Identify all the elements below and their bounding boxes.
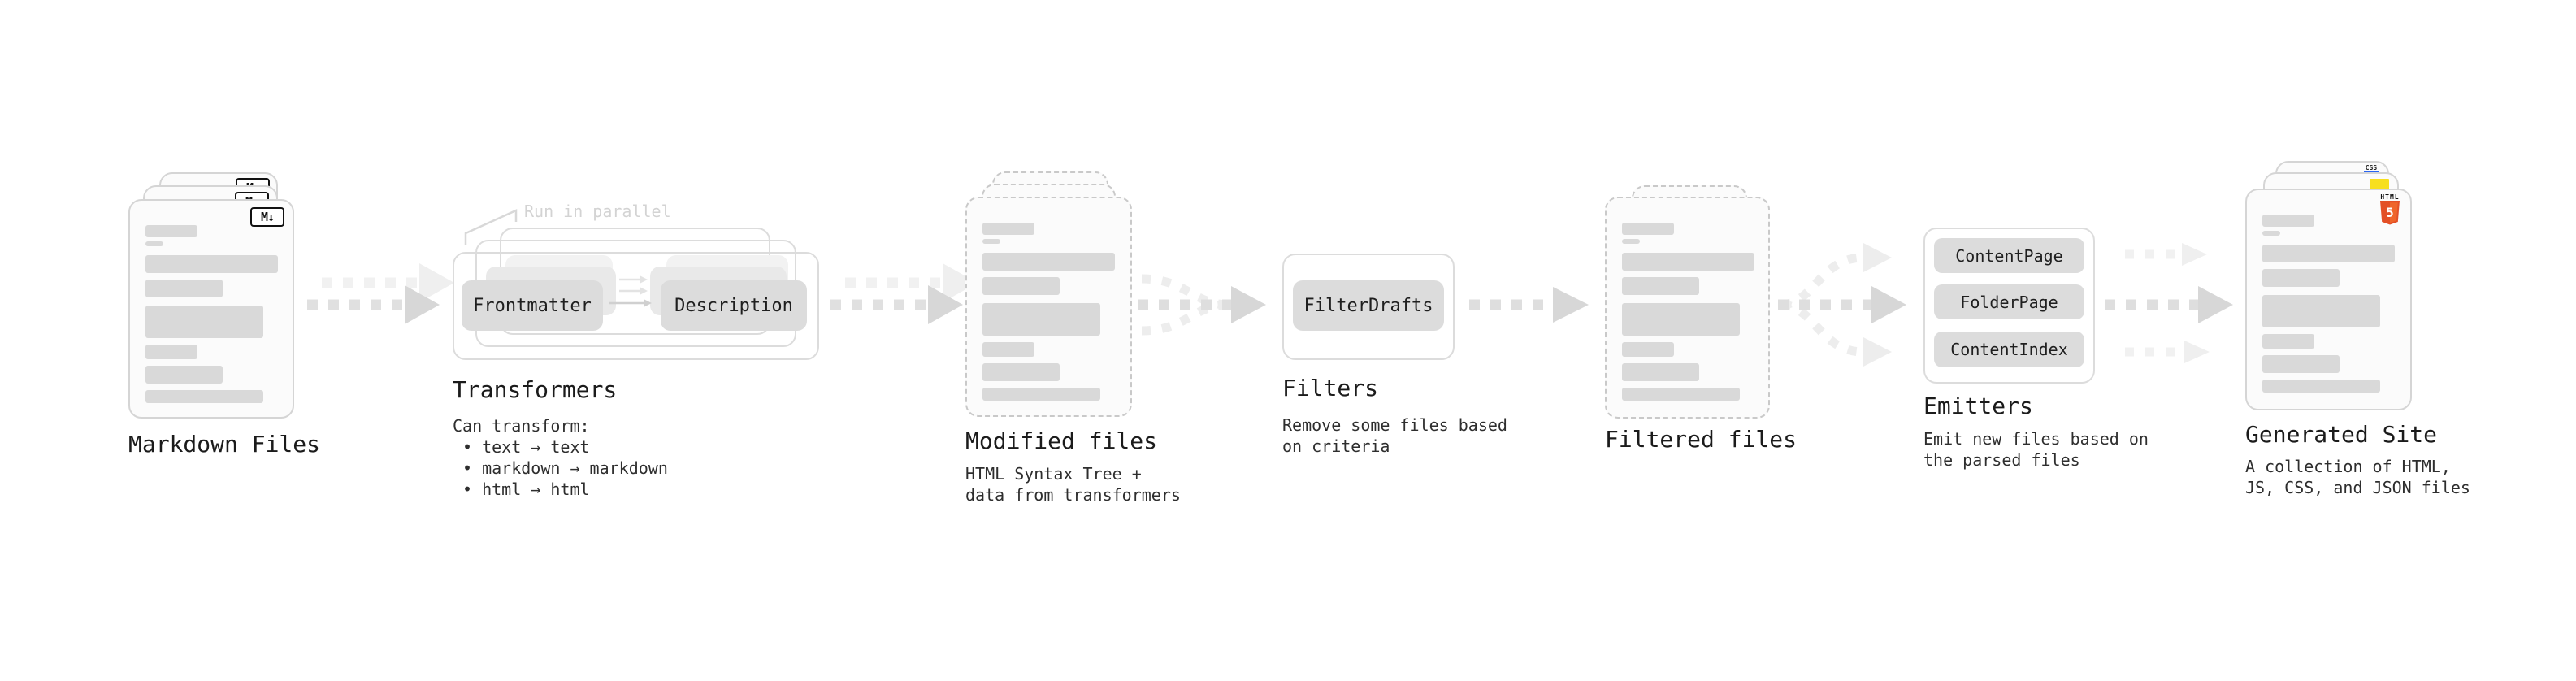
frontmatter-transformer: Frontmatter [462,280,603,331]
flow-arrow-icon [307,263,454,324]
transformers-caption: Can transform: • text → text • markdown … [453,416,668,499]
generated-site-heading: Generated Site [2245,421,2438,448]
generated-site-caption: A collection of HTML, JS, CSS, and JSON … [2245,457,2470,497]
js-icon [2370,179,2389,189]
transformers-heading: Transformers [453,376,618,403]
emitters-frame [1923,228,2095,384]
modified-files-caption: HTML Syntax Tree + data from transformer… [965,464,1181,505]
markdown-icon: M↓ [250,207,284,227]
transformer-frame-front [453,252,819,360]
flow-arrow-icon [1469,287,1589,323]
filters-caption: Remove some files based on criteria [1282,415,1507,456]
generated-doc-front: HTML 5 [2245,189,2412,410]
contentpage-emitter: ContentPage [1934,238,2084,273]
converge-arrow-icon [1138,274,1266,336]
parallel-arrows-icon [609,275,652,307]
filters-frame [1282,254,1455,360]
folderpage-emitter: FolderPage [1934,284,2084,319]
filtered-doc-front [1605,197,1770,419]
diverge-arrow-icon [1778,243,1906,367]
flow-arrow-icon [830,263,978,324]
modified-files-heading: Modified files [965,427,1158,454]
triple-arrow-icon [2105,243,2233,363]
contentindex-emitter: ContentIndex [1934,332,2084,367]
markdown-doc-front: M↓ [128,199,294,419]
filtered-files-heading: Filtered files [1605,426,1798,453]
svg-text:5: 5 [2386,205,2394,220]
filters-heading: Filters [1282,375,1379,401]
run-in-parallel-note: Run in parallel [524,202,671,221]
annotation-leader-line [464,209,518,245]
emitters-caption: Emit new files based on the parsed files [1923,429,2149,470]
emitters-heading: Emitters [1923,393,2033,419]
modified-doc-front [965,197,1132,417]
html5-icon: HTML 5 [2378,193,2402,225]
filterdrafts-filter: FilterDrafts [1293,280,1444,331]
markdown-files-label: Markdown Files [128,431,321,458]
description-transformer: Description [661,280,807,331]
